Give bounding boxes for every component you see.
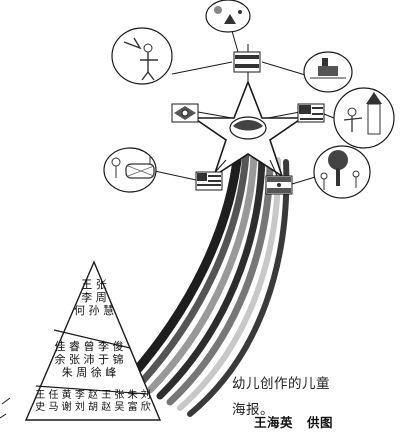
caption: 幼儿创作的儿童 海报。 xyxy=(232,371,392,423)
pyramid-name: 曾 xyxy=(83,340,95,353)
pyramid-name: 张 xyxy=(114,390,125,401)
bubble-left xyxy=(103,147,157,193)
pyramid-name: 何 xyxy=(74,304,85,317)
name-pyramid xyxy=(24,260,162,421)
pyramid-name: 谢 xyxy=(61,402,72,413)
pyramid-name: 峰 xyxy=(105,366,117,379)
flag-left xyxy=(171,103,199,123)
bubble-right xyxy=(333,87,395,149)
pyramid-name: 胡 xyxy=(88,402,98,413)
flag-top xyxy=(233,51,261,73)
pyramid-name: 朱 xyxy=(127,390,138,401)
pyramid-name: 李 xyxy=(98,340,109,353)
photo-credit: 王海英供图 xyxy=(254,412,347,431)
credit-author: 王海英 xyxy=(254,415,294,430)
pyramid-name: 史 xyxy=(35,402,46,413)
pyramid-name: 赵 xyxy=(101,402,112,413)
pyramid-name: 周 xyxy=(76,366,88,379)
pyramid-name: 慧 xyxy=(103,304,114,317)
pyramid-name: 沛 xyxy=(83,353,95,366)
pyramid-name: 吴 xyxy=(114,402,125,413)
pyramid-name: 欣 xyxy=(140,402,151,413)
pyramid-name: 睿 xyxy=(69,340,80,353)
credit-provider: 供图 xyxy=(307,415,334,430)
pyramid-name: 王 xyxy=(101,390,112,401)
bubble-upper-left xyxy=(111,27,173,85)
pyramid-name: 张 xyxy=(69,353,80,366)
bubble-upper-right xyxy=(303,51,353,93)
pyramid-name: 李 xyxy=(74,390,85,401)
pyramid-tier-2: 佳 睿 曾 李 俊 余 张 沛 于 锦 朱 周 徐 峰 xyxy=(42,340,136,379)
pencil-marks xyxy=(0,397,11,419)
pyramid-name: 朱 xyxy=(61,366,73,379)
pyramid-name: 赵 xyxy=(88,390,98,401)
pyramid-tier-3: 王 任 黄 李 赵 王 张 朱 刘 史 马 谢 刘 胡 赵 吴 富 欣 xyxy=(28,390,158,414)
pyramid-name: 任 xyxy=(48,390,59,401)
pyramid-name: 于 xyxy=(98,353,109,366)
pyramid-name: 周 xyxy=(95,291,107,304)
pyramid-name: 佳 xyxy=(54,340,66,353)
pyramid-name: 张 xyxy=(95,278,107,291)
pyramid-name: 李 xyxy=(81,291,93,304)
pyramid-name: 王 xyxy=(81,278,93,291)
pyramid-name: 王 xyxy=(35,390,46,401)
bubble-lower-right xyxy=(313,145,371,199)
pyramid-name: 俊 xyxy=(112,340,124,353)
pyramid-name: 马 xyxy=(48,402,59,413)
pyramid-name: 锦 xyxy=(112,353,124,366)
pyramid-name: 刘 xyxy=(140,390,151,401)
flag-bottom-right xyxy=(265,175,293,195)
pyramid-name: 黄 xyxy=(61,390,72,401)
flag-right xyxy=(297,103,325,123)
pyramid-name: 余 xyxy=(54,353,66,366)
pyramid-name: 刘 xyxy=(74,402,85,413)
caption-line-2: 海报。 xyxy=(232,402,274,418)
flag-bottom-left xyxy=(195,171,223,191)
pyramid-tier-1: 王 张 李 周 何 孙 慧 xyxy=(66,278,122,317)
pyramid-name: 徐 xyxy=(90,366,102,379)
caption-line-1: 幼儿创作的儿童 xyxy=(232,376,330,392)
pyramid-name: 富 xyxy=(127,402,138,413)
bubble-top xyxy=(205,0,251,33)
pyramid-name: 孙 xyxy=(88,304,100,317)
